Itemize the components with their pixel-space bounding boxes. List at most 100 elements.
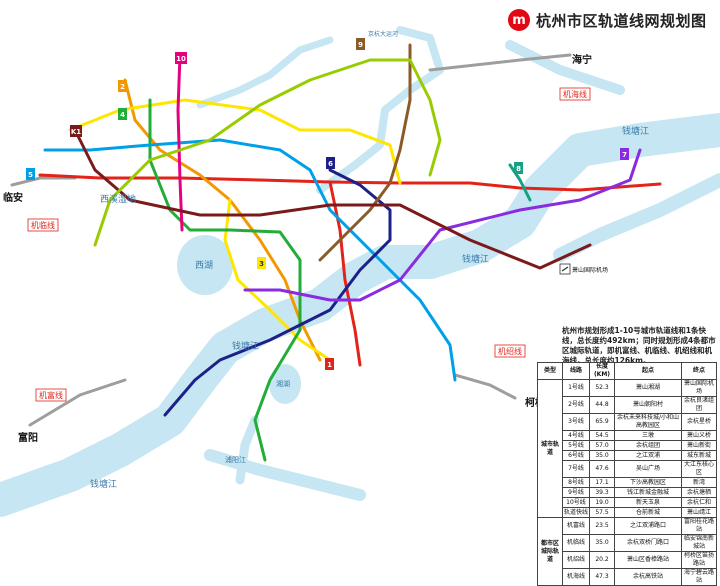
badge-line-5-box [26, 168, 35, 180]
header-line: 线路 [562, 362, 590, 380]
table-cell-length: 47.3 [589, 568, 615, 586]
table-cell-line: 5号线 [562, 440, 590, 451]
table-cell-end: 余杭良渚组团 [681, 396, 717, 414]
east-coast [505, 40, 625, 95]
table-cell-length: 52.3 [589, 379, 615, 397]
fuchun-river [204, 449, 366, 501]
metro-logo: m [508, 9, 530, 31]
table-cell-length: 39.3 [589, 487, 615, 498]
table-cell-start: 萧山朝阳村 [613, 396, 683, 414]
metro-lines [38, 43, 662, 462]
table-cell-length: 23.5 [589, 517, 615, 535]
label-xixi: 西溪湿地 [100, 193, 136, 205]
plan-note: 杭州市规划形成1-10号城市轨道线和1条快线，总长度约492km；同时规划形成4… [562, 326, 716, 365]
line-jifu [28, 378, 127, 427]
label-linan: 临安 [3, 191, 23, 204]
line-1-south [328, 180, 362, 367]
qiantang-river-upper [553, 173, 720, 262]
label-qiantang-east: 钱塘江 [232, 340, 259, 352]
label-fuyang: 富阳 [18, 431, 38, 444]
line-7 [243, 148, 642, 302]
badge-line-9: 9 [358, 41, 363, 49]
intercity-tags: 机海线 机临线 机富线 机绍线 [27, 87, 591, 402]
tag-jihai: 机海线 [563, 89, 587, 99]
city-labels: 海宁 临安 富阳 柯桥 萧山国际机场 [3, 53, 608, 444]
line-3-south [223, 198, 332, 362]
badge-line-5: 5 [28, 171, 33, 179]
header-type: 类型 [537, 362, 563, 380]
table-cell-start: 余杭双桥门路口 [613, 534, 683, 552]
page-title: 杭州市区轨道线网规划图 [536, 11, 707, 30]
table-cell-end: 新湾 [681, 477, 717, 488]
table-cell-length: 44.8 [589, 396, 615, 414]
table-cell-end: 城东新城 [681, 450, 717, 461]
label-puyang: 浦阳江 [225, 455, 246, 464]
table-cell-end: 富阳桂花路站 [681, 517, 717, 535]
table-header-row: 类型 线路 长度(KM) 起点 终点 [537, 362, 717, 380]
line-jilin [10, 176, 77, 187]
badge-line-6-box [326, 157, 335, 169]
table-cell-line: 轨道快线 [562, 507, 590, 518]
table-cell-start: 萧山区香樟路站 [613, 551, 683, 569]
airport-icon [559, 263, 571, 275]
map-labels: 钱塘江 钱塘江 钱塘江 钱塘江 浦阳江 京杭大运河 西溪湿地 西湖 湘湖 [90, 30, 649, 490]
line-3 [68, 98, 402, 185]
table-category: 城市轨道 [537, 379, 563, 518]
table-cell-start: 之江双浦 [613, 450, 683, 461]
header-start: 起点 [613, 362, 683, 380]
table-cell-start: 仓前新城 [613, 507, 683, 518]
badge-line-1-box [325, 358, 334, 370]
line-4 [148, 98, 302, 462]
table-cell-end: 余杭仁和 [681, 497, 717, 508]
tag-jifu: 机富线 [39, 390, 63, 400]
table-cell-length: 57.5 [589, 507, 615, 518]
table-cell-start: 余杭组团 [613, 440, 683, 451]
badge-line-8: 8 [516, 165, 521, 173]
table-cell-end: 余杭星桥 [681, 413, 717, 431]
table-cell-end: 萧山国际机场 [681, 379, 717, 397]
badge-line-3: 3 [259, 260, 264, 268]
tag-jilin: 机临线 [31, 220, 55, 230]
table-cell-length: 65.9 [589, 413, 615, 431]
badge-line-4-box [118, 108, 127, 120]
label-xianghu: 湘湖 [276, 379, 290, 388]
label-canal: 京杭大运河 [368, 30, 398, 38]
table-cell-end: 余杭塘栖 [681, 487, 717, 498]
label-qiantang-south: 钱塘江 [90, 478, 117, 490]
table-cell-start: 钱江新城金融城 [613, 487, 683, 498]
header-end: 终点 [681, 362, 717, 380]
badge-line-7-box [620, 148, 629, 160]
table-cell-line: 2号线 [562, 396, 590, 414]
tag-jifu-box [35, 388, 67, 402]
line-badges: 1 2 3 4 5 6 7 8 9 10 K1 [26, 38, 629, 370]
table-cell-start: 余杭高铁站 [613, 568, 683, 586]
table-cell-start: 下沙高教园区 [613, 477, 683, 488]
tag-jihai-box [559, 87, 591, 101]
line-9 [318, 43, 412, 262]
label-qiantang-mid: 钱塘江 [462, 253, 489, 265]
table-category: 都市区城际轨道 [537, 517, 563, 586]
table-cell-line: 机绍线 [562, 551, 590, 569]
table-cell-start: 余杭未来科技城/小和山高教园区 [613, 413, 683, 431]
badge-line-4: 4 [120, 111, 125, 119]
header-length: 长度(KM) [589, 362, 615, 380]
badge-line-2: 2 [120, 83, 125, 91]
table-cell-end: 临安锦南新城站 [681, 534, 717, 552]
line-jishao [453, 373, 517, 400]
table-cell-length: 54.5 [589, 430, 615, 441]
table-cell-end: 大江东核心区 [681, 460, 717, 478]
table-cell-length: 57.0 [589, 440, 615, 451]
map-title: m 杭州市区轨道线网规划图 [508, 9, 707, 31]
west-lake [177, 235, 233, 295]
badge-line-3-box [257, 257, 266, 269]
